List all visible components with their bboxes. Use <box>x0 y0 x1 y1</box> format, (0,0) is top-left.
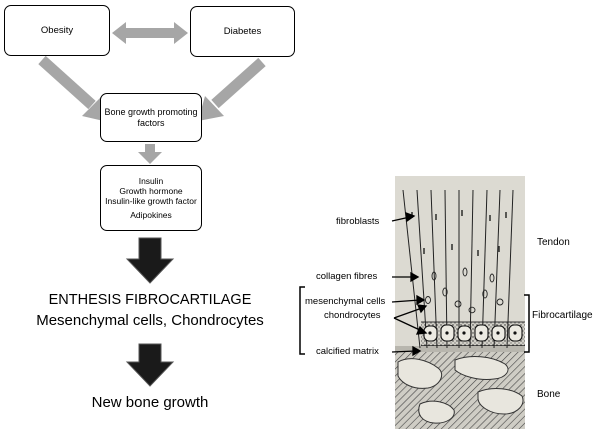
black-arrow-1 <box>125 237 175 284</box>
enthesis-cells: Mesenchymal cells, Chondrocytes <box>36 312 264 329</box>
left-bracket <box>299 286 305 355</box>
collagen-fibres-label: collagen fibres <box>316 271 378 282</box>
bone-growth-factors-box: Bone growth promoting factors <box>100 93 202 142</box>
marrow-space-1 <box>397 358 443 389</box>
enthesis-title: ENTHESIS FIBROCARTILAGE <box>48 292 252 308</box>
bone-label: Bone <box>537 389 561 400</box>
factor-growth-hormone: Growth hormone <box>119 185 183 196</box>
obesity-label: Obesity <box>40 24 74 36</box>
factor-insulin: Insulin <box>138 175 164 186</box>
factor-adipokines: Adipokines <box>130 210 172 221</box>
diabetes-box: Diabetes <box>190 6 295 57</box>
tendon-label: Tendon <box>537 237 570 248</box>
right-bracket <box>524 294 530 353</box>
fibrocartilage-label: Fibrocartilage <box>532 310 593 321</box>
new-bone-growth: New bone growth <box>91 394 209 411</box>
marrow-space-4 <box>418 400 455 424</box>
mesenchymal-cells-label: mesenchymal cells <box>305 296 386 307</box>
label-pointers <box>391 212 428 357</box>
marrow-space-3 <box>477 388 524 415</box>
factor-igf: Insulin-like growth factor <box>105 196 197 206</box>
tendon-cells <box>425 267 504 314</box>
bone-growth-factors-line-2: factors <box>137 117 165 128</box>
chondrocytes-label: chondrocytes <box>324 310 381 321</box>
calcified-matrix-label: calcified matrix <box>316 346 379 357</box>
fibroblasts-label: fibroblasts <box>336 216 380 227</box>
diabetes-label: Diabetes <box>223 25 262 37</box>
double-arrow <box>112 22 188 44</box>
obesity-box: Obesity <box>4 5 110 56</box>
arrow-factors-to-list <box>138 144 162 164</box>
arrow-diabetes-to-factors <box>198 57 266 121</box>
factor-list-box: Insulin Growth hormone Insulin-like grow… <box>100 165 202 231</box>
marrow-space-2 <box>454 356 509 380</box>
chondrocyte-nuclei <box>428 331 517 335</box>
bone-growth-factors-line-1: Bone growth promoting <box>104 106 198 117</box>
collagen-fibre-lines <box>402 189 514 349</box>
black-arrow-2 <box>125 343 175 387</box>
